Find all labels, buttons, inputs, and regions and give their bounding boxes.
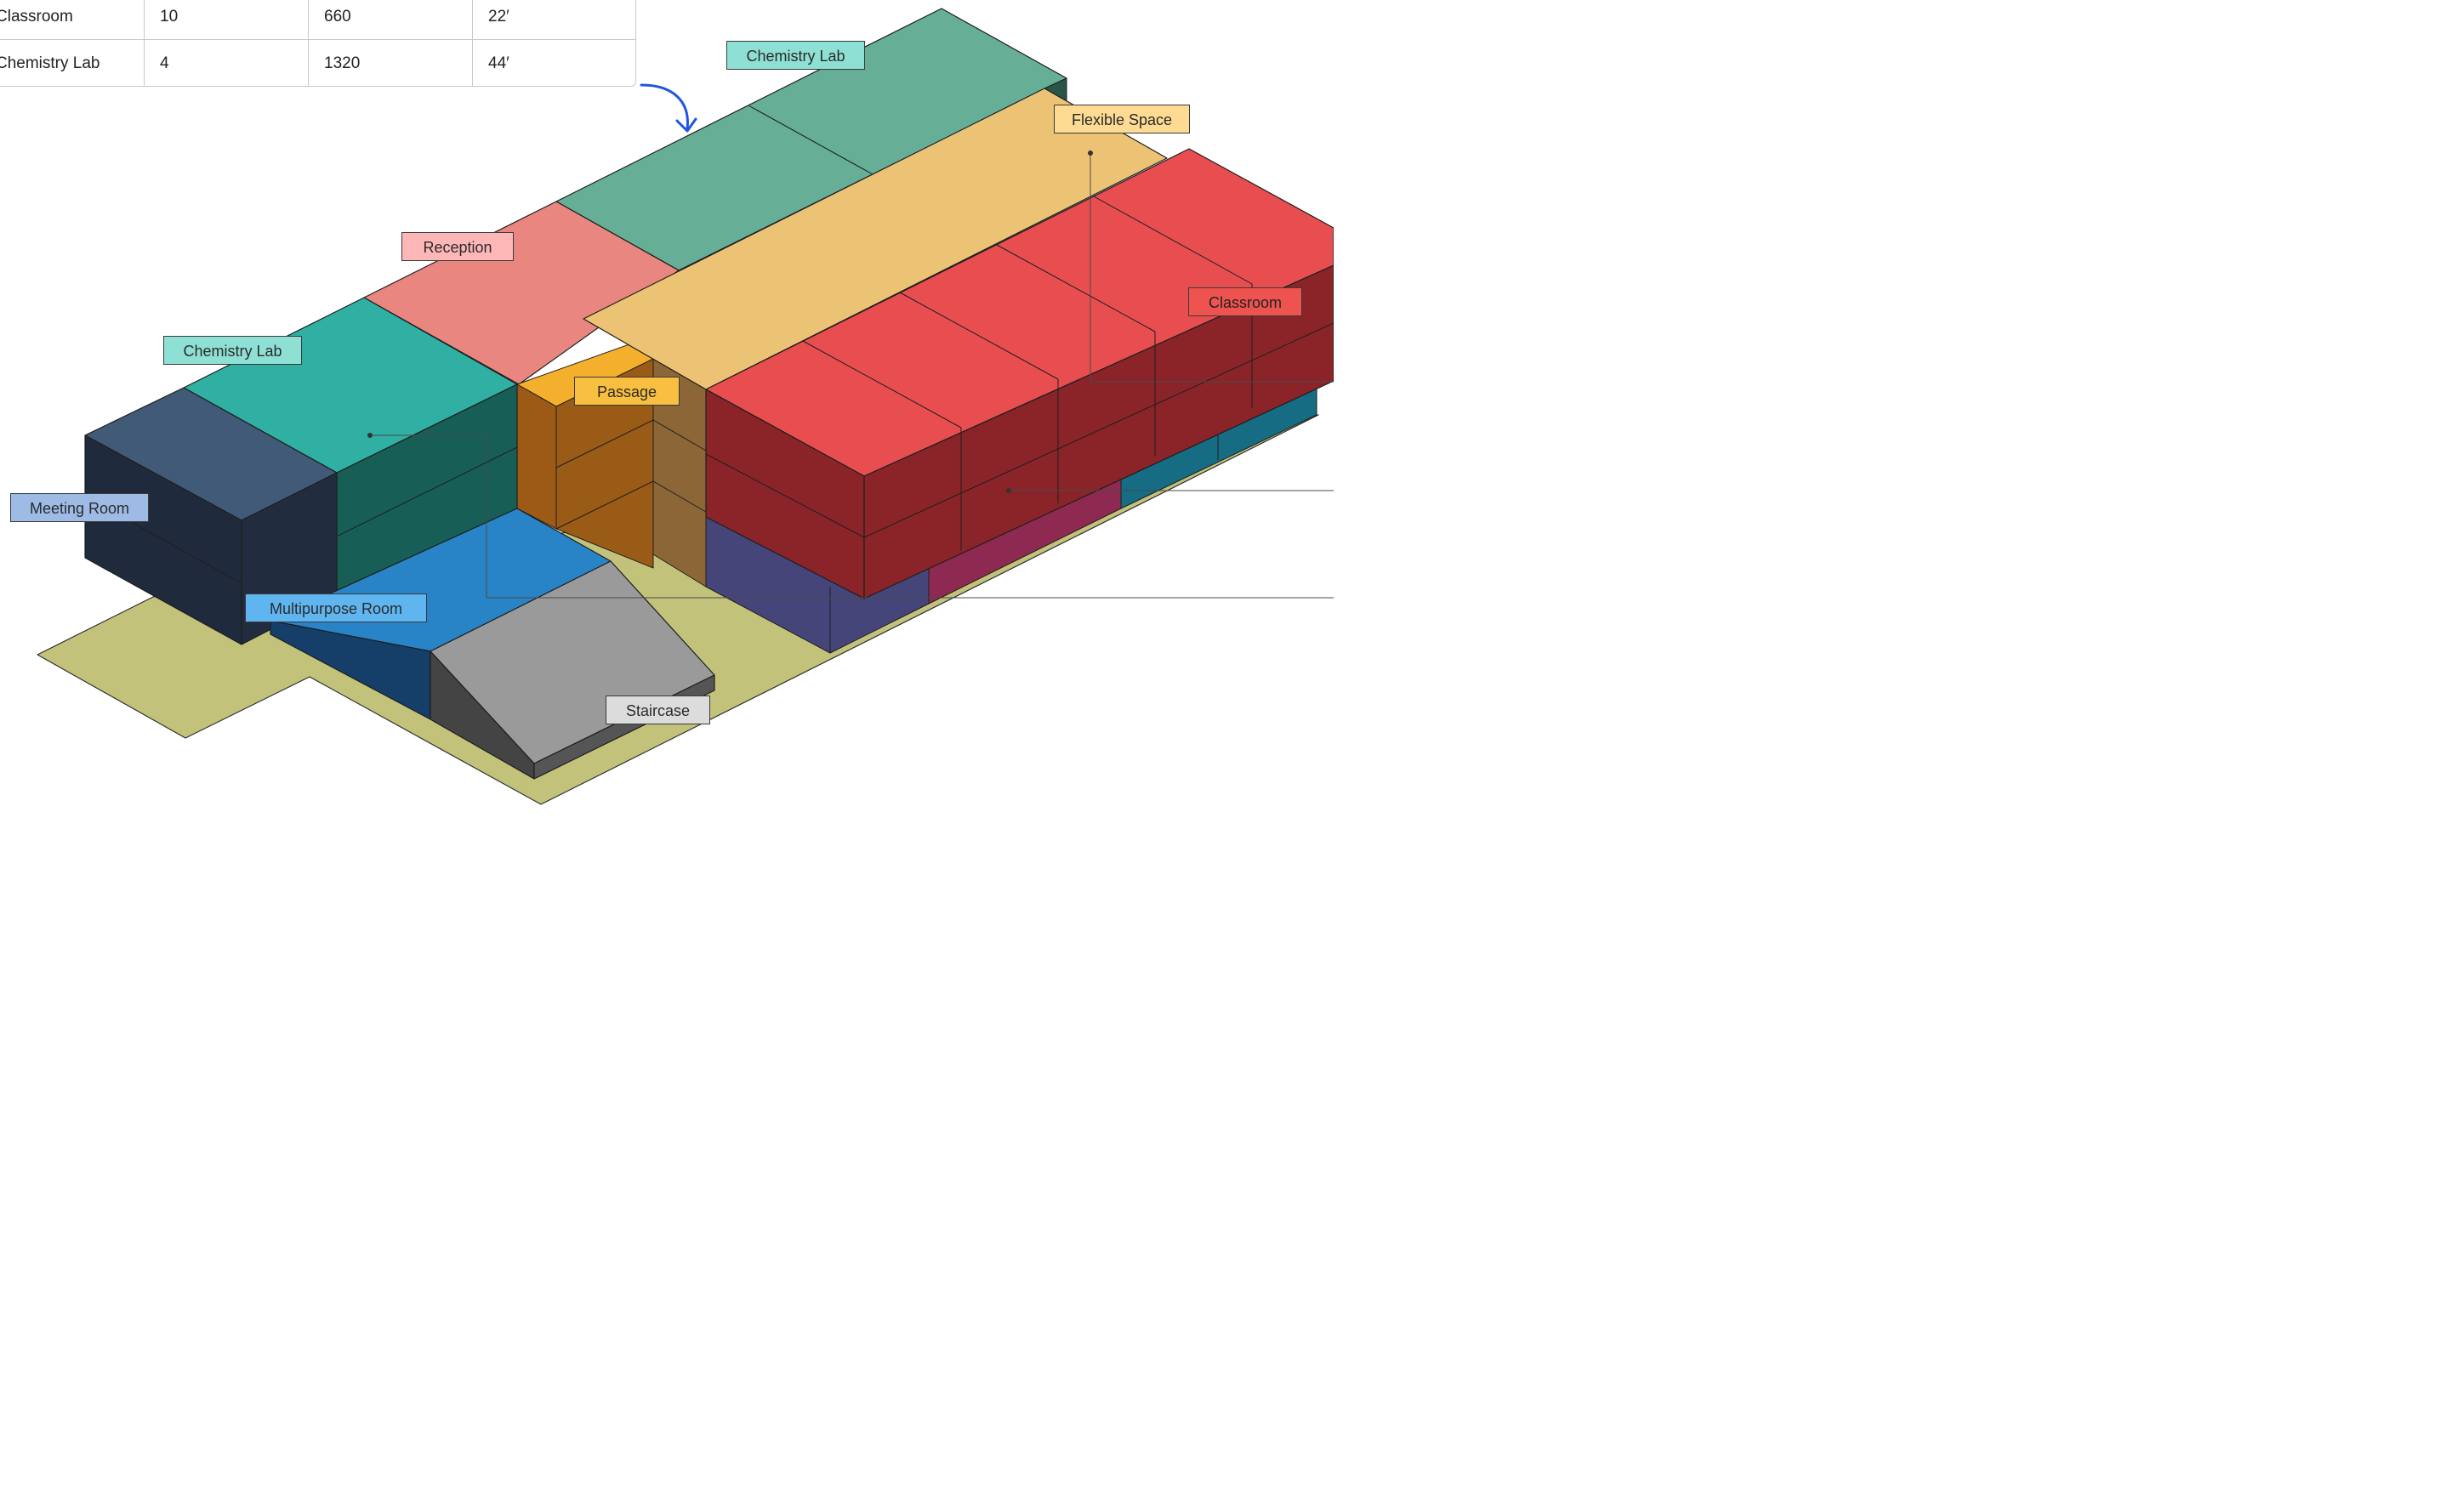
passage-front-face: [555, 358, 654, 569]
flexible-space-slab: [583, 88, 1168, 390]
table-cell-room: Chemistry Lab: [0, 54, 100, 72]
table-row: Chemistry Lab 4 1320 44′: [0, 40, 635, 87]
annotation-arrow-head: [675, 117, 697, 133]
table-cell-area: 1320: [308, 40, 472, 87]
annotation-arrow: [640, 83, 689, 131]
isometric-building-diagram: [37, 8, 1334, 805]
label-chemistry-lab-left: Chemistry Lab: [163, 336, 302, 365]
passage-left-face: [516, 383, 557, 530]
label-passage: Passage: [574, 377, 680, 406]
table-cell-width: 44′: [472, 40, 635, 87]
classroom-front-face: [863, 264, 1334, 599]
label-meeting-room: Meeting Room: [10, 493, 149, 522]
label-reception: Reception: [401, 232, 514, 261]
leader-dot-flexible-space: [1088, 150, 1093, 156]
leader-dot-chemistry-lab: [367, 433, 373, 438]
label-chemistry-lab-top: Chemistry Lab: [726, 41, 865, 70]
label-multipurpose-room: Multipurpose Room: [245, 593, 427, 622]
table-cell-count: 4: [144, 40, 308, 87]
table-cell-room: Classroom: [0, 8, 73, 26]
leader-chemistry-lab: [370, 434, 1334, 599]
label-flexible-space: Flexible Space: [1054, 105, 1190, 133]
leader-dot-classroom: [1006, 488, 1011, 493]
table-cell-width: 22′: [472, 0, 635, 39]
leader-lines: [370, 153, 1334, 599]
leader-flexible-space: [1090, 153, 1334, 383]
table-cell-count: 10: [144, 0, 308, 39]
table-row: Classroom 10 660 22′: [0, 0, 635, 40]
label-classroom: Classroom: [1188, 287, 1302, 316]
space-summary-table: Classroom 10 660 22′ Chemistry Lab 4 132…: [0, 0, 636, 87]
label-staircase: Staircase: [606, 696, 710, 724]
table-cell-area: 660: [308, 0, 472, 39]
